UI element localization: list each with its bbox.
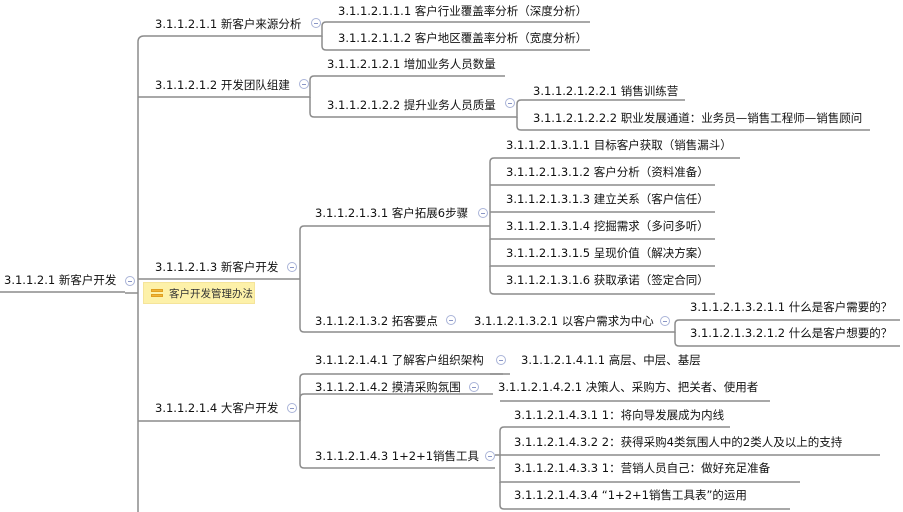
branch-node[interactable]: 3.1.1.2.1.1 新客户来源分析 [155,17,302,31]
subbranch-node[interactable]: 3.1.1.2.1.4.3 1+2+1销售工具 [315,449,480,463]
subbranch-node[interactable]: 3.1.1.2.1.3.2.1 以客户需求为中心 [474,314,654,328]
subbranch-node[interactable]: 3.1.1.2.1.3.1 客户拓展6步骤 [315,206,469,220]
leaf-node[interactable]: 3.1.1.2.1.2.2.1 销售训练营 [533,84,679,98]
leaf-node[interactable]: 3.1.1.2.1.4.3.2 2：获得采购4类氛围人中的2类人及以上的支持 [514,435,843,449]
subbranch-node[interactable]: 3.1.1.2.1.2.2 提升业务人员质量 [327,98,496,112]
note-attachment[interactable]: 客户开发管理办法 [143,282,255,304]
root-node[interactable]: 3.1.1.2.1 新客户开发 [4,273,117,287]
note-label: 客户开发管理办法 [169,288,253,300]
leaf-node[interactable]: 3.1.1.2.1.3.1.1 目标客户获取（销售漏斗） [506,138,732,152]
collapse-icon[interactable] [496,355,506,365]
leaf-node[interactable]: 3.1.1.2.1.1.1 客户行业覆盖率分析（深度分析） [338,4,588,18]
leaf-node[interactable]: 3.1.1.2.1.4.3.1 1：将向导发展成为内线 [514,408,725,422]
leaf-node[interactable]: 3.1.1.2.1.4.2.1 决策人、采购方、把关者、使用者 [498,380,759,394]
collapse-icon[interactable] [287,403,297,413]
collapse-icon[interactable] [446,315,456,325]
collapse-icon[interactable] [505,98,515,108]
collapse-icon[interactable] [485,451,495,461]
leaf-node[interactable]: 3.1.1.2.1.4.3.3 1：营销人员自己：做好充足准备 [514,461,771,475]
branch-node[interactable]: 3.1.1.2.1.2 开发团队组建 [155,78,290,92]
leaf-node[interactable]: 3.1.1.2.1.3.1.2 客户分析（资料准备） [506,165,709,179]
branch-node[interactable]: 3.1.1.2.1.4 大客户开发 [155,401,279,415]
collapse-icon[interactable] [299,79,309,89]
subbranch-node[interactable]: 3.1.1.2.1.4.1 了解客户组织架构 [315,353,484,367]
leaf-node[interactable]: 3.1.1.2.1.4.1.1 高层、中层、基层 [521,353,701,367]
leaf-node[interactable]: 3.1.1.2.1.2.2.2 职业发展通道：业务员—销售工程师—销售顾问 [533,111,863,125]
leaf-node[interactable]: 3.1.1.2.1.3.2.1.1 什么是客户需要的？ [690,300,893,314]
leaf-node[interactable]: 3.1.1.2.1.3.1.3 建立关系（客户信任） [506,192,709,206]
leaf-node[interactable]: 3.1.1.2.1.1.2 客户地区覆盖率分析（宽度分析） [338,31,588,45]
leaf-node[interactable]: 3.1.1.2.1.3.1.4 挖掘需求（多问多听） [506,219,709,233]
leaf-node[interactable]: 3.1.1.2.1.2.1 增加业务人员数量 [327,57,496,71]
leaf-node[interactable]: 3.1.1.2.1.3.2.1.2 什么是客户想要的？ [690,326,893,340]
collapse-icon[interactable] [469,382,479,392]
subbranch-node[interactable]: 3.1.1.2.1.3.2 拓客要点 [315,314,438,328]
leaf-node[interactable]: 3.1.1.2.1.3.1.6 获取承诺（签定合同） [506,273,709,287]
collapse-icon[interactable] [660,316,670,326]
collapse-icon[interactable] [287,262,297,272]
branch-node[interactable]: 3.1.1.2.1.3 新客户开发 [155,260,279,274]
collapse-icon[interactable] [478,208,488,218]
subbranch-node[interactable]: 3.1.1.2.1.4.2 摸清采购氛围 [315,380,461,394]
leaf-node[interactable]: 3.1.1.2.1.4.3.4 “1+2+1销售工具表”的运用 [514,488,747,502]
collapse-icon[interactable] [125,276,135,286]
leaf-node[interactable]: 3.1.1.2.1.3.1.5 呈现价值（解决方案） [506,246,709,260]
collapse-icon[interactable] [311,18,321,28]
note-icon [151,289,163,299]
